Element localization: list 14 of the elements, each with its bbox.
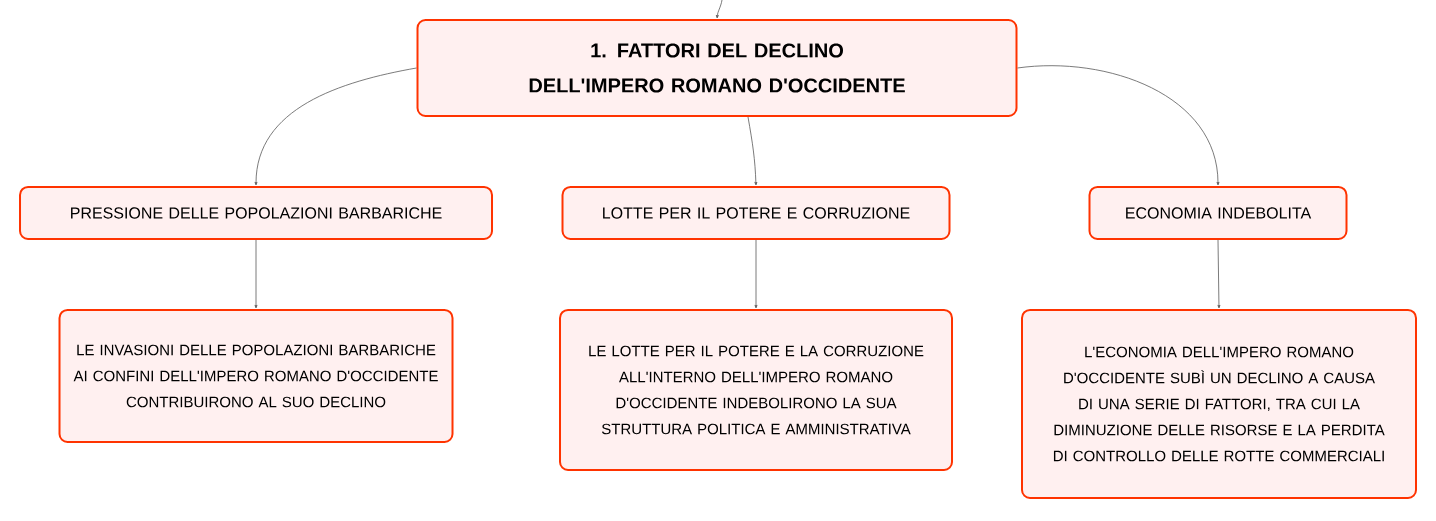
arrow <box>754 239 758 309</box>
description-box: LE LOTTE PER IL POTERE E LA CORRUZIONE ALL'INTERNO DELL'IMPERO ROMANO D'OCCIDENTE INDEBOLIRONO LA SUA STRUTTURA POLITICA E AMMINISTRATIVA <box>559 309 953 471</box>
topic-box: LOTTE PER IL POTERE E CORRUZIONE <box>561 186 951 240</box>
topic-box: ECONOMIA INDEBOLITA <box>1088 186 1348 240</box>
topic-box: PRESSIONE DELLE POPOLAZIONI BARBARICHE <box>19 186 493 240</box>
arrow <box>1217 239 1221 309</box>
arrow <box>254 67 417 186</box>
arrow <box>254 239 258 309</box>
description-box: L'ECONOMIA DELL'IMPERO ROMANO D'OCCIDENTE SUBÌ UN DECLINO A CAUSA DI UNA SERIE DI FATTORI, TRA CUI LA DIMINUZIONE DELLE RISORSE E LA PERDITA DI CONTROLLO DELLE ROTTE COMMERCIALI <box>1021 309 1417 499</box>
arrow <box>715 0 723 19</box>
title-box: 1. FATTORI DEL DECLINO DELL'IMPERO ROMANO D'OCCIDENTE <box>416 19 1018 117</box>
arrow <box>747 116 758 186</box>
arrow <box>1017 65 1220 186</box>
description-box: LE INVASIONI DELLE POPOLAZIONI BARBARICHE AI CONFINI DELL'IMPERO ROMANO D'OCCIDENTE CONTRIBUIRONO AL SUO DECLINO <box>58 309 454 443</box>
